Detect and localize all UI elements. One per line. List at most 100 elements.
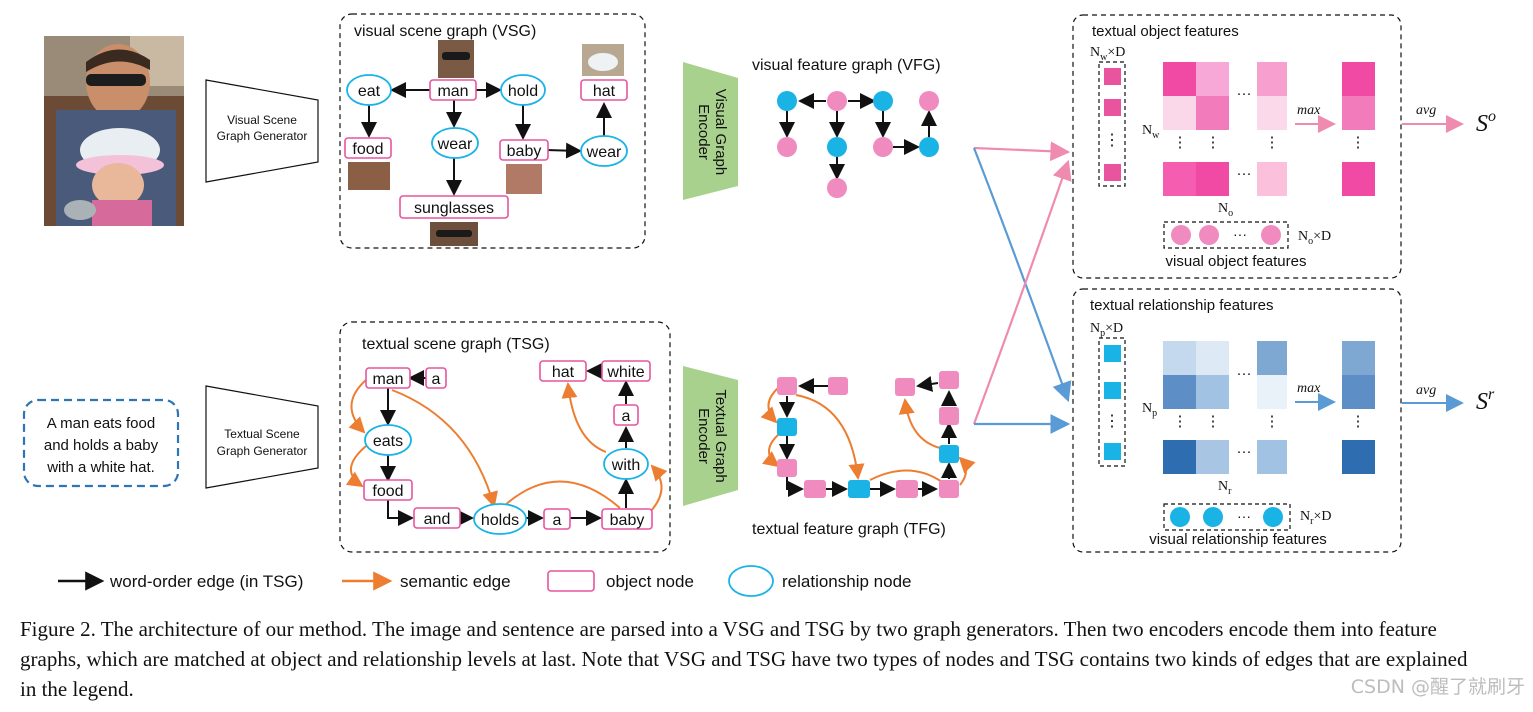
- sentence-line2: and holds a baby: [44, 437, 159, 454]
- object-dim-top-sub: w: [1100, 52, 1108, 63]
- legend-object: object node: [606, 572, 694, 591]
- tsg-node-baby: baby: [610, 512, 645, 529]
- vsg-node-baby: baby: [507, 143, 542, 160]
- relation-vis-dots: ···: [1237, 508, 1251, 524]
- relation-dim-top-sub: p: [1100, 328, 1105, 339]
- object-score: avg So: [1402, 103, 1496, 137]
- textual-scene-graph: textual scene graph (TSG) man a hat whit…: [339, 321, 671, 553]
- svg-text:Nw: Nw: [1142, 123, 1160, 141]
- object-score-sup: o: [1488, 108, 1496, 125]
- object-avg-label: avg: [1416, 103, 1436, 118]
- vsg-node-sunglasses: sunglasses: [414, 200, 494, 217]
- relation-score-sup: r: [1488, 386, 1495, 403]
- tsg-node-hat: hat: [552, 364, 575, 381]
- textual-graph-encoder: Textual Graph Encoder: [683, 366, 738, 506]
- sentence-line3: with a white hat.: [46, 459, 155, 476]
- textual-feature-graph: textual feature graph (TFG): [752, 371, 976, 538]
- object-vis-dim: N: [1298, 229, 1308, 244]
- relation-panel-title: textual relationship features: [1090, 297, 1273, 314]
- relation-matrix-vdots-3: ⋮: [1265, 413, 1280, 430]
- legend-semantic: semantic edge: [400, 572, 511, 591]
- object-vis-dots: ···: [1233, 226, 1247, 242]
- textual-encoder-line1: Textual Graph: [712, 389, 729, 482]
- visual-scene-graph: visual scene graph (VSG) eat man hold ha…: [339, 13, 646, 249]
- object-vis-dim-sub: o: [1308, 236, 1313, 247]
- svg-text:Nr: Nr: [1218, 479, 1232, 497]
- vsg-node-wear1: wear: [437, 136, 473, 153]
- object-matching-panel: textual object features Nw×D ⋮ Nw ··· ⋮ …: [1072, 14, 1402, 279]
- vsg-node-hat: hat: [593, 83, 616, 100]
- textual-encoder-line2: Encoder: [695, 408, 712, 464]
- object-matrix-vdots-1: ⋮: [1173, 134, 1188, 151]
- visual-generator-line1: Visual Scene: [227, 113, 297, 127]
- relation-dim-top-suffix: ×D: [1105, 321, 1123, 336]
- relation-row-label-sub: p: [1152, 408, 1157, 419]
- relation-avg-label: avg: [1416, 383, 1436, 398]
- legend-object-swatch: [547, 570, 595, 592]
- visual-graph-encoder: Visual Graph Encoder: [683, 62, 738, 200]
- visual-feature-graph: visual feature graph (VFG): [752, 57, 941, 198]
- object-matrix-vdots-3: ⋮: [1265, 134, 1280, 151]
- relation-vec-vdots: ⋮: [1104, 413, 1120, 430]
- object-dim-top-suffix: ×D: [1107, 45, 1125, 60]
- object-matrix-vdots-2: ⋮: [1206, 134, 1221, 151]
- tsg-node-a2: a: [622, 408, 631, 425]
- vsg-node-food: food: [352, 141, 383, 158]
- relation-max-vdots: ⋮: [1351, 413, 1366, 430]
- textual-generator-line1: Textual Scene: [224, 427, 300, 441]
- legend-word-order: word-order edge (in TSG): [109, 572, 303, 591]
- crop-baby: [506, 164, 542, 194]
- visual-scene-graph-generator: Visual Scene Graph Generator: [205, 79, 319, 183]
- relation-dim-top: N: [1090, 321, 1100, 336]
- relation-row-label: N: [1142, 401, 1152, 416]
- svg-text:Nw×D: Nw×D: [1090, 45, 1125, 63]
- svg-text:Np×D: Np×D: [1090, 321, 1123, 339]
- relation-vis-dim-sub: r: [1310, 516, 1314, 527]
- object-vis-dim-suffix: ×D: [1313, 229, 1331, 244]
- relation-vis-dim-suffix: ×D: [1313, 509, 1331, 524]
- object-row-label-sub: w: [1152, 130, 1160, 141]
- svg-text:So: So: [1476, 108, 1496, 137]
- vsg-node-eat: eat: [358, 83, 381, 100]
- svg-text:Np: Np: [1142, 401, 1157, 419]
- visual-generator-line2: Graph Generator: [217, 129, 308, 143]
- tsg-node-with: with: [611, 457, 640, 474]
- svg-text:Sr: Sr: [1476, 386, 1495, 415]
- object-dim-top: N: [1090, 45, 1100, 60]
- object-matrix-hdots-2: ···: [1237, 165, 1252, 182]
- tsg-node-a3: a: [553, 512, 562, 529]
- tsg-node-food: food: [372, 483, 403, 500]
- relation-col-label: N: [1218, 479, 1228, 494]
- object-vec-vdots: ⋮: [1104, 132, 1120, 149]
- visual-encoder-line2: Encoder: [695, 104, 712, 160]
- object-row-label: N: [1142, 123, 1152, 138]
- object-max-vdots: ⋮: [1351, 134, 1366, 151]
- legend: word-order edge (in TSG) semantic edge o…: [58, 565, 911, 597]
- object-panel-title: textual object features: [1092, 23, 1239, 40]
- legend-relation-swatch: [728, 565, 774, 597]
- object-score-symbol: S: [1476, 111, 1488, 137]
- textual-scene-graph-generator: Textual Scene Graph Generator: [205, 385, 319, 489]
- tsg-node-eats: eats: [373, 433, 403, 450]
- relationship-matching-panel: textual relationship features Np×D ⋮ Np …: [1072, 288, 1402, 553]
- input-photo: [44, 36, 184, 226]
- tsg-node-white: white: [606, 364, 644, 381]
- vsg-node-hold: hold: [508, 83, 538, 100]
- visual-encoder-line1: Visual Graph: [712, 89, 729, 175]
- tfg-title: textual feature graph (TFG): [752, 521, 946, 538]
- object-matrix-hdots: ···: [1237, 85, 1252, 102]
- relation-matrix-hdots: ···: [1237, 365, 1252, 382]
- relation-vis-dim: N: [1300, 509, 1310, 524]
- tsg-node-holds: holds: [481, 512, 519, 529]
- relation-vis-label: visual relationship features: [1149, 531, 1327, 548]
- vfg-title: visual feature graph (VFG): [752, 57, 941, 74]
- textual-generator-line2: Graph Generator: [217, 444, 308, 458]
- matching-arrows: [972, 141, 1072, 434]
- legend-relation: relationship node: [782, 572, 911, 591]
- svg-text:Nr×D: Nr×D: [1300, 509, 1331, 527]
- tsg-title: textual scene graph (TSG): [362, 336, 550, 353]
- relation-matrix-vdots-1: ⋮: [1173, 413, 1188, 430]
- object-max-label: max: [1297, 103, 1321, 118]
- object-col-label-sub: o: [1228, 208, 1233, 219]
- tsg-node-man: man: [372, 371, 403, 388]
